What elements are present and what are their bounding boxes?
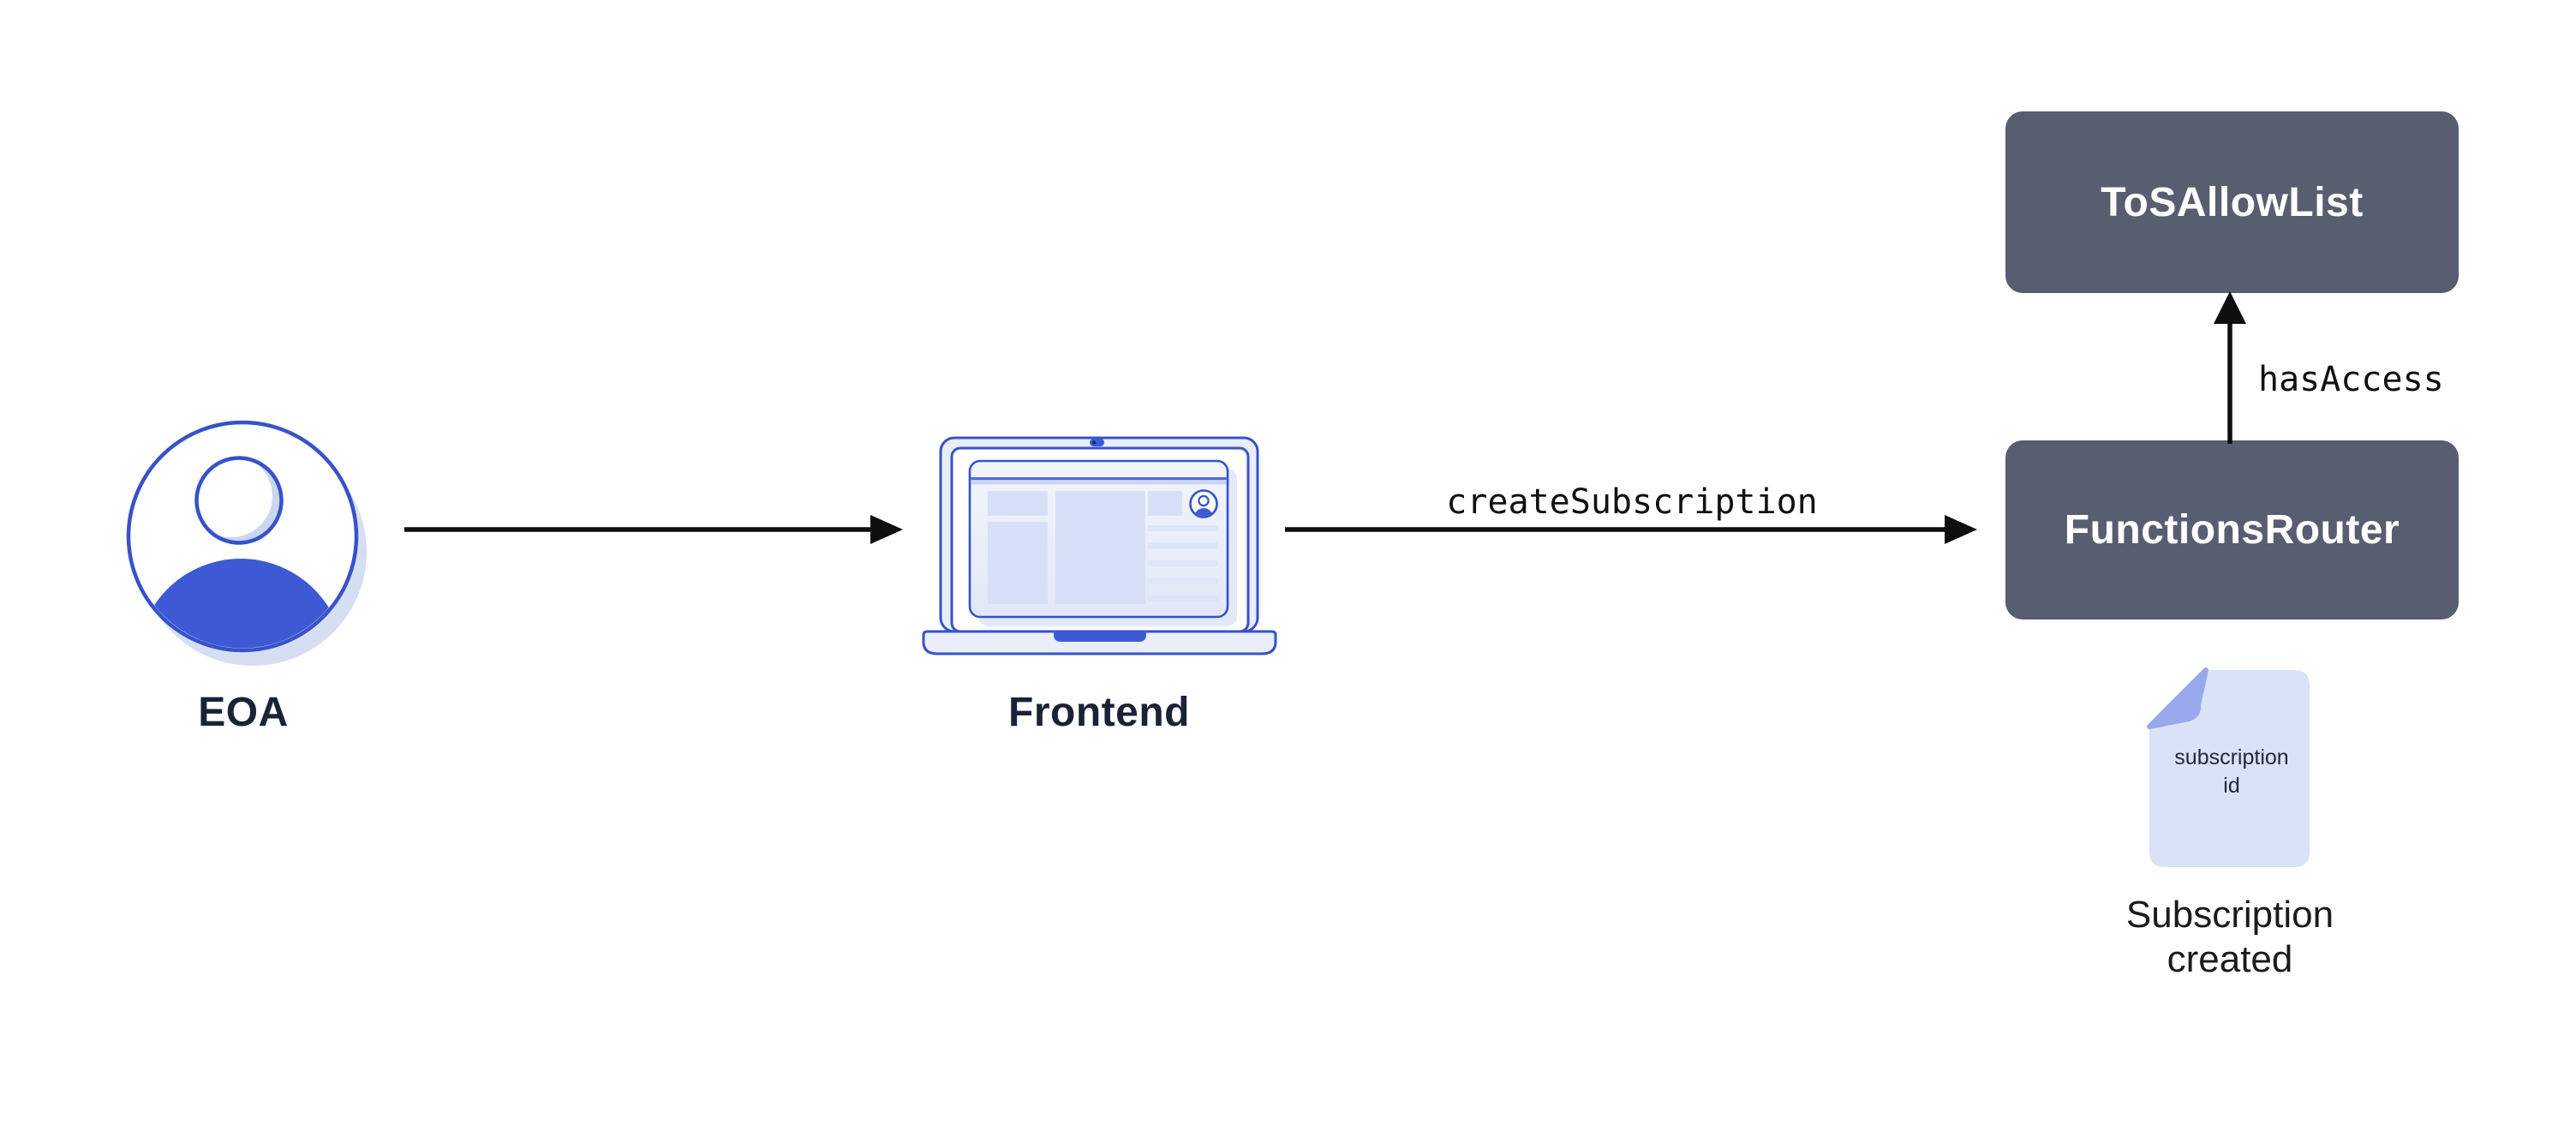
edge-label-createSubscription: createSubscription — [1446, 482, 1818, 522]
functions-router-label: FunctionsRouter — [2064, 507, 2400, 553]
edge-label-hasAccess: hasAccess — [2258, 360, 2444, 399]
eoa-label: EOA — [198, 690, 289, 735]
browser-header-divider — [971, 477, 1227, 481]
caption-line1: Subscription — [2125, 894, 2334, 936]
user-avatar-icon — [126, 420, 367, 666]
frontend-label: Frontend — [1008, 690, 1190, 735]
document-text-line1: subscription — [2174, 745, 2289, 769]
content-block — [1148, 491, 1182, 516]
arrow-eoa-to-frontend — [404, 515, 903, 544]
content-line — [1148, 542, 1218, 549]
avatar-shoulders — [137, 559, 344, 649]
content-line — [1148, 525, 1218, 531]
content-line — [1148, 577, 1218, 584]
laptop-icon — [922, 436, 1277, 655]
arrow-frontend-to-functionsrouter — [1285, 515, 1977, 544]
arrow-functionsrouter-to-tosallowlist — [2214, 291, 2246, 444]
document-text-line2: id — [2223, 774, 2240, 798]
avatar-head — [194, 456, 284, 545]
document-icon — [2147, 667, 2310, 867]
caption-line2: created — [2167, 938, 2293, 980]
laptop-notch — [1054, 631, 1146, 642]
content-line — [1148, 595, 1218, 601]
tos-allow-list-label: ToSAllowList — [2101, 179, 2364, 225]
node-functions-router: FunctionsRouter — [2005, 440, 2459, 619]
content-line — [1148, 560, 1218, 566]
laptop-webcam — [1090, 439, 1104, 446]
content-block — [988, 522, 1048, 604]
content-block — [1055, 491, 1145, 604]
node-tos-allow-list: ToSAllowList — [2005, 111, 2459, 293]
document-text: subscription id — [2146, 744, 2317, 800]
document-fold-corner — [2147, 667, 2208, 729]
laptop-base — [922, 630, 1277, 655]
subscription-created-caption: Subscription created — [2101, 893, 2358, 982]
content-block — [988, 491, 1048, 516]
